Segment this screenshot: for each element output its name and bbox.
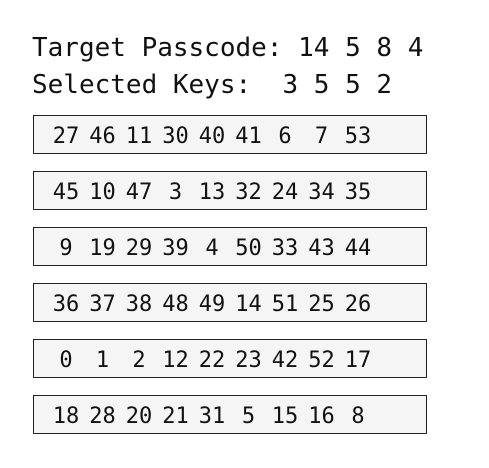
key-button[interactable]: 7 — [314, 124, 329, 149]
key-button[interactable]: 9 — [59, 236, 73, 261]
key-row: 36 37 38 48 49 14 51 25 26 — [33, 283, 427, 322]
key-button[interactable]: 4 — [205, 236, 219, 261]
key-button[interactable]: 31 — [198, 404, 226, 429]
key-button[interactable]: 39 — [162, 236, 189, 261]
key-button[interactable]: 17 — [344, 348, 372, 373]
key-button[interactable]: 21 — [162, 404, 189, 429]
target-passcode-label: Target Passcode: — [32, 33, 283, 63]
key-button[interactable]: 53 — [344, 124, 372, 149]
target-digit: 8 — [376, 33, 393, 63]
key-button[interactable]: 24 — [271, 180, 299, 205]
key-button[interactable]: 2 — [132, 348, 146, 373]
key-button[interactable]: 10 — [89, 180, 116, 205]
key-button[interactable]: 19 — [89, 236, 116, 261]
key-button[interactable]: 44 — [344, 236, 372, 261]
key-button[interactable]: 13 — [198, 180, 226, 205]
key-button[interactable]: 37 — [89, 292, 116, 317]
key-button[interactable]: 11 — [125, 124, 153, 149]
key-row: 9 19 29 39 4 50 33 43 44 — [33, 227, 427, 266]
selected-digit: 3 — [282, 70, 299, 100]
key-button[interactable]: 47 — [125, 180, 153, 205]
key-button[interactable]: 50 — [235, 236, 262, 261]
key-button[interactable]: 28 — [89, 404, 116, 429]
selected-keys-label: Selected Keys: — [32, 70, 252, 100]
target-digit: 5 — [345, 33, 361, 63]
key-button[interactable]: 25 — [308, 292, 335, 317]
key-button[interactable]: 29 — [125, 236, 153, 261]
key-button[interactable]: 14 — [235, 292, 262, 317]
key-button[interactable]: 43 — [308, 236, 335, 261]
key-button[interactable]: 3 — [168, 180, 183, 205]
key-button[interactable]: 1 — [95, 348, 110, 373]
key-button[interactable]: 35 — [344, 180, 372, 205]
key-button[interactable]: 20 — [125, 404, 153, 429]
key-button[interactable]: 32 — [235, 180, 262, 205]
key-button[interactable]: 46 — [89, 124, 116, 149]
key-button[interactable]: 15 — [271, 404, 299, 429]
key-button[interactable]: 30 — [162, 124, 189, 149]
target-digit: 4 — [407, 33, 424, 63]
key-row: 18 28 20 21 31 5 15 16 8 — [33, 395, 427, 434]
key-button[interactable]: 33 — [271, 236, 299, 261]
key-button[interactable]: 51 — [271, 292, 299, 317]
target-passcode-line: Target Passcode: 14 5 8 4 — [32, 33, 423, 63]
key-button[interactable]: 16 — [308, 404, 335, 429]
key-button[interactable]: 40 — [198, 124, 226, 149]
key-button[interactable]: 42 — [271, 348, 299, 373]
key-button[interactable]: 26 — [344, 292, 372, 317]
key-button[interactable]: 22 — [198, 348, 226, 373]
key-button[interactable]: 6 — [278, 124, 292, 149]
target-digit: 14 — [298, 33, 330, 63]
key-button[interactable]: 34 — [308, 180, 335, 205]
key-button[interactable]: 38 — [125, 292, 153, 317]
key-button[interactable]: 0 — [59, 348, 73, 373]
key-button[interactable]: 49 — [198, 292, 226, 317]
key-button[interactable]: 12 — [162, 348, 189, 373]
key-button[interactable]: 48 — [162, 292, 189, 317]
selected-keys-line: Selected Keys: 3 5 5 2 — [32, 70, 392, 100]
key-button[interactable]: 41 — [235, 124, 262, 149]
key-button[interactable]: 23 — [235, 348, 262, 373]
selected-digit: 2 — [376, 70, 393, 100]
selected-digit: 5 — [313, 70, 330, 100]
key-button[interactable]: 52 — [308, 348, 335, 373]
key-row: 45 10 47 3 13 32 24 34 35 — [33, 171, 427, 210]
selected-digit: 5 — [345, 70, 361, 100]
key-button[interactable]: 45 — [52, 180, 80, 205]
key-button[interactable]: 18 — [52, 404, 80, 429]
key-button[interactable]: 27 — [52, 124, 80, 149]
key-button[interactable]: 8 — [351, 404, 365, 429]
key-button[interactable]: 36 — [52, 292, 80, 317]
key-button[interactable]: 5 — [241, 404, 256, 429]
